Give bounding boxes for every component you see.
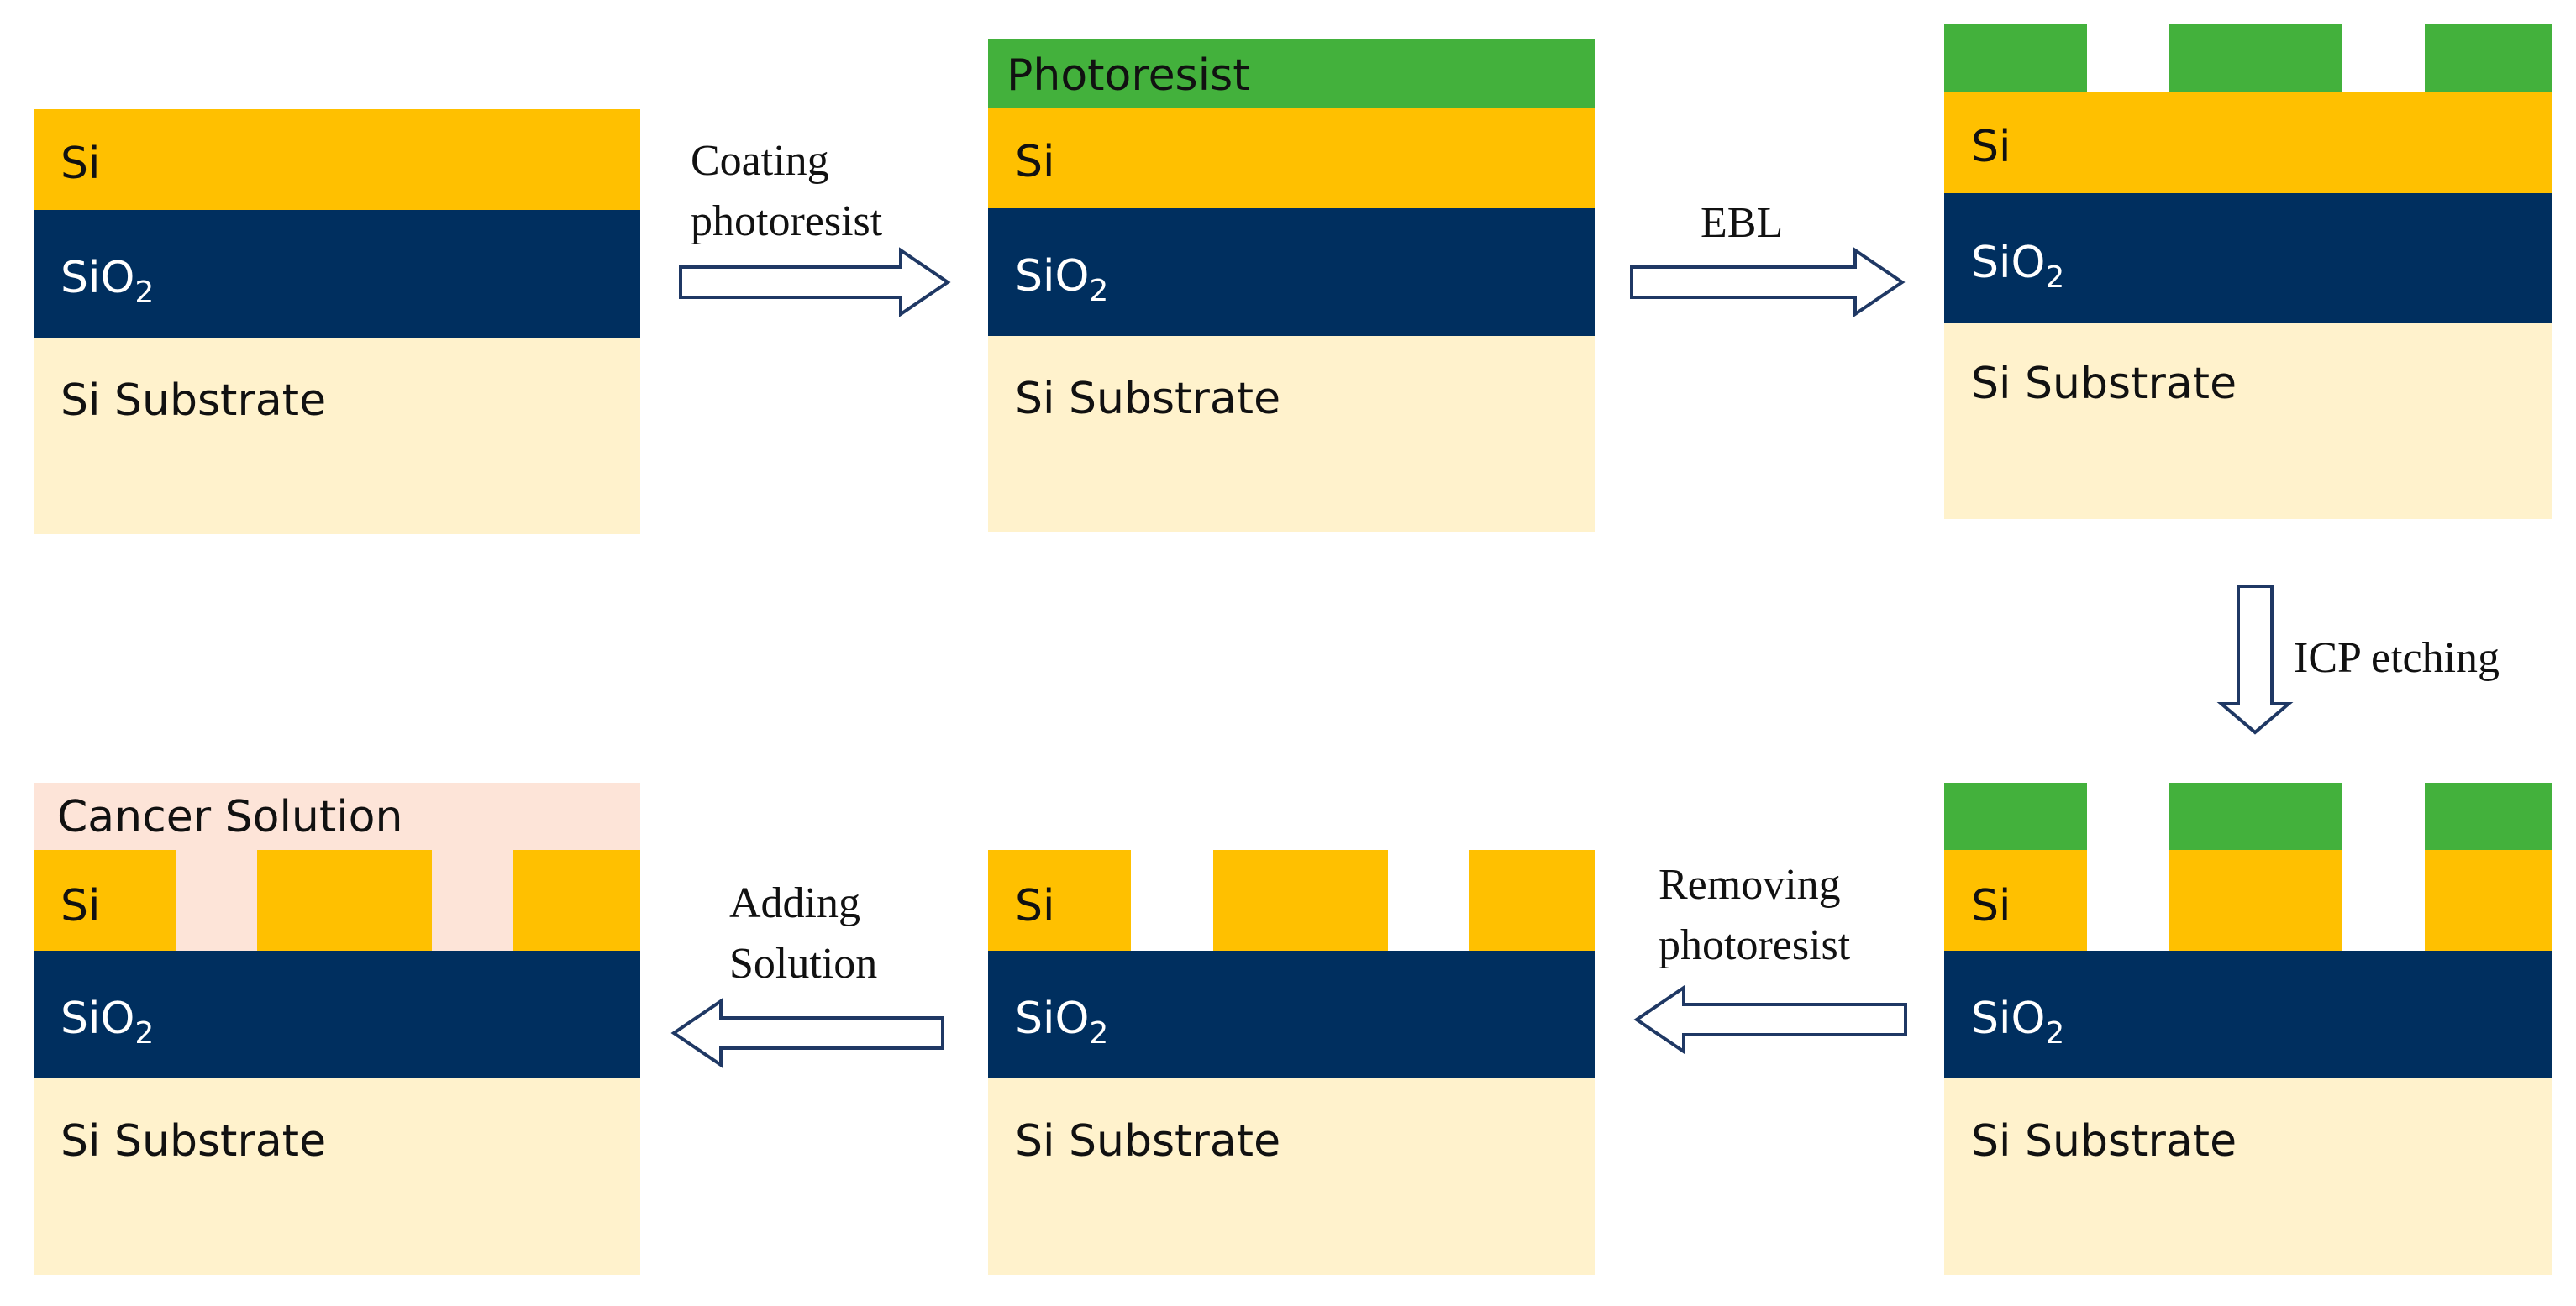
si-label: Si	[60, 139, 100, 189]
stage-resist-removed: Si SiO2 Si Substrate	[988, 850, 1595, 1275]
substrate-layer	[1944, 323, 2552, 519]
si-block	[34, 850, 176, 951]
si-block	[257, 850, 432, 951]
substrate-label: Si Substrate	[1015, 374, 1280, 424]
si-block	[513, 850, 640, 951]
step-label-coating: Coating	[691, 137, 829, 185]
sio2-label: SiO2	[1015, 994, 1108, 1051]
right-arrow-icon	[1630, 247, 1906, 317]
step-label-coating-2: photoresist	[691, 197, 883, 245]
sio2-label: SiO2	[1015, 251, 1108, 308]
step-label-removing: Removing	[1659, 861, 1841, 909]
substrate-label: Si Substrate	[60, 375, 326, 426]
step-label-icp: ICP etching	[2294, 634, 2500, 682]
resist-block	[1944, 783, 2087, 850]
substrate-label: Si Substrate	[60, 1116, 326, 1167]
step-label-adding: Adding	[729, 879, 860, 927]
si-label: Si	[1971, 122, 2011, 172]
si-block	[988, 850, 1131, 951]
right-arrow-icon	[679, 247, 951, 317]
substrate-layer	[988, 1078, 1595, 1275]
substrate-layer	[34, 338, 640, 534]
sio2-label: SiO2	[1971, 238, 2064, 295]
substrate-label: Si Substrate	[1971, 1116, 2237, 1167]
left-arrow-icon	[670, 998, 944, 1068]
resist-block	[2425, 783, 2552, 850]
sio2-label: SiO2	[1971, 994, 2064, 1051]
si-block	[1213, 850, 1388, 951]
resist-block	[2169, 24, 2342, 92]
si-block	[1944, 850, 2087, 951]
si-layer	[988, 108, 1595, 208]
photoresist-label: Photoresist	[1007, 50, 1250, 101]
substrate-label: Si Substrate	[1015, 1116, 1280, 1167]
step-label-ebl: EBL	[1701, 199, 1783, 247]
si-label: Si	[1015, 881, 1054, 931]
si-block	[2169, 850, 2342, 951]
substrate-layer	[1944, 1078, 2552, 1275]
resist-block	[2169, 783, 2342, 850]
step-label-adding-2: Solution	[729, 940, 877, 988]
si-label: Si	[60, 881, 100, 931]
resist-block	[2425, 24, 2552, 92]
solution-label: Cancer Solution	[57, 792, 402, 842]
si-block	[1469, 850, 1595, 951]
stage-after-icp: Si SiO2 Si Substrate	[1944, 783, 2552, 1275]
sio2-layer	[34, 951, 640, 1078]
sio2-label: SiO2	[60, 994, 154, 1051]
sio2-layer	[1944, 951, 2552, 1078]
sio2-layer	[988, 208, 1595, 336]
stage-initial-wafer: Si SiO2 Si Substrate	[34, 109, 640, 534]
substrate-label: Si Substrate	[1971, 359, 2237, 409]
si-layer	[34, 109, 640, 210]
sio2-label: SiO2	[60, 253, 154, 310]
substrate-layer	[988, 336, 1595, 532]
sio2-layer	[34, 210, 640, 338]
si-layer	[1944, 92, 2552, 193]
photoresist-layer	[988, 39, 1595, 108]
down-arrow-icon	[2216, 585, 2294, 735]
sio2-layer	[988, 951, 1595, 1078]
si-label: Si	[1971, 881, 2011, 931]
left-arrow-icon	[1633, 984, 1907, 1055]
sio2-layer	[1944, 193, 2552, 323]
stage-after-ebl: Si SiO2 Si Substrate	[1944, 24, 2552, 519]
stage-coated-photoresist: Photoresist Si SiO2 Si Substrate	[988, 39, 1595, 532]
resist-block	[1944, 24, 2087, 92]
substrate-layer	[34, 1078, 640, 1275]
step-label-removing-2: photoresist	[1659, 921, 1851, 969]
stage-with-solution: Cancer Solution Si SiO2 Si Substrate	[34, 783, 640, 1275]
si-block	[2425, 850, 2552, 951]
si-label: Si	[1015, 137, 1054, 187]
